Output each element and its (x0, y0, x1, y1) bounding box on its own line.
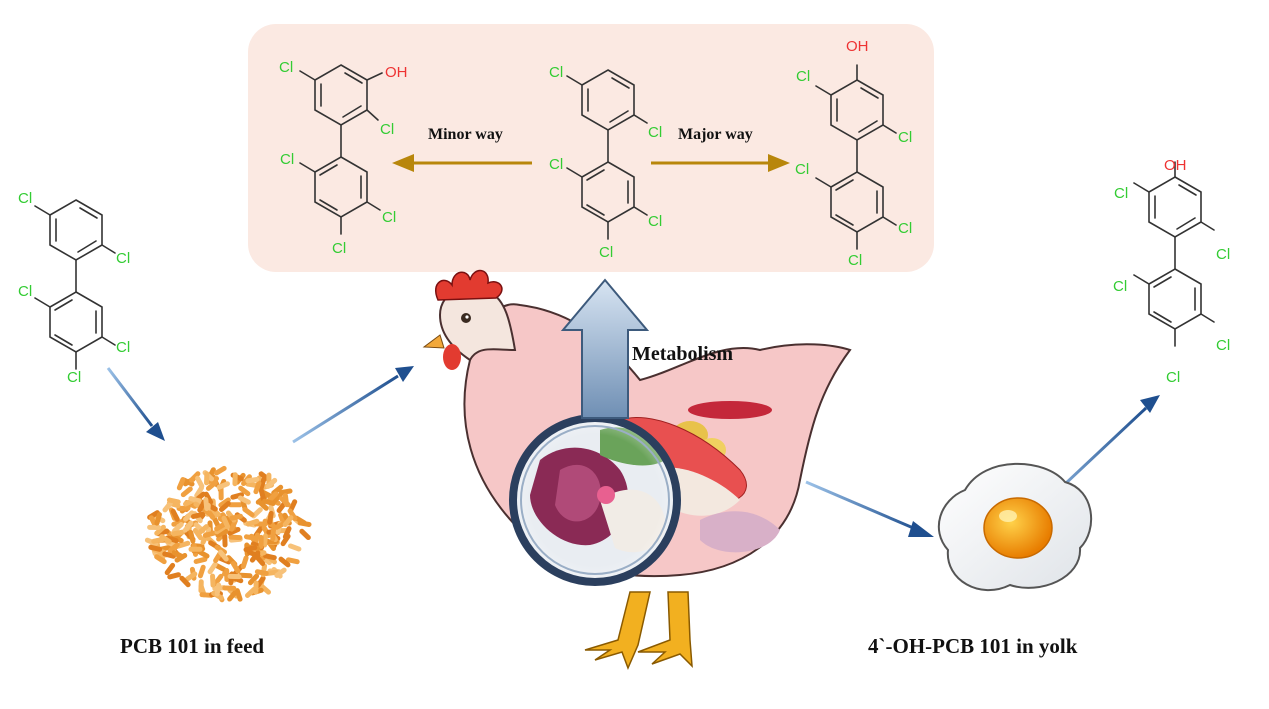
atom-cl: Cl (648, 124, 662, 141)
atom-cl: Cl (116, 250, 130, 267)
pcb-feed-label: PCB 101 in feed (120, 634, 264, 658)
pcb101-structure-left (34, 199, 116, 370)
atom-cl: Cl (796, 68, 810, 85)
metabolism-label: Metabolism (632, 343, 733, 365)
atom-oh: OH (385, 64, 408, 81)
atom-cl: Cl (380, 121, 394, 138)
atom-cl: Cl (898, 220, 912, 237)
atom-cl: Cl (18, 283, 32, 300)
major-way-label: Major way (678, 126, 753, 143)
major-metabolite-structure (815, 64, 897, 250)
atom-cl: Cl (382, 209, 396, 226)
arrow-feed-to-hen (292, 366, 414, 444)
atom-cl: Cl (67, 369, 81, 386)
arrow-hen-to-egg (805, 480, 934, 537)
atom-cl: Cl (599, 244, 613, 261)
minor-way-label: Minor way (428, 126, 503, 143)
atom-cl: Cl (648, 213, 662, 230)
atom-cl: Cl (1216, 246, 1230, 263)
atom-cl: Cl (1113, 278, 1127, 295)
atom-cl: Cl (795, 161, 809, 178)
metabolism-arrow (560, 278, 650, 419)
minor-way-arrow (392, 154, 532, 172)
atom-cl: Cl (1166, 369, 1180, 386)
atom-cl: Cl (549, 64, 563, 81)
atom-cl: Cl (549, 156, 563, 173)
magnifier-icon (509, 414, 681, 586)
atom-cl: Cl (18, 190, 32, 207)
atom-cl: Cl (116, 339, 130, 356)
metabolite-panel (248, 24, 934, 272)
oh-pcb101-structure-right (1133, 161, 1215, 347)
atom-cl: Cl (1114, 185, 1128, 202)
atom-oh: OH (846, 38, 869, 55)
atom-cl: Cl (898, 129, 912, 146)
pcb101-structure-center (566, 69, 648, 240)
atom-cl: Cl (848, 252, 862, 269)
arrow-pcb-to-feed (106, 367, 165, 441)
fried-egg-icon (938, 462, 1093, 591)
minor-metabolite-structure (299, 64, 383, 235)
feed-pellets-icon (144, 465, 312, 603)
atom-cl: Cl (279, 59, 293, 76)
atom-cl: Cl (280, 151, 294, 168)
atom-cl: Cl (1216, 337, 1230, 354)
major-way-arrow (651, 154, 790, 172)
oh-pcb-yolk-label: 4`-OH-PCB 101 in yolk (868, 634, 1078, 658)
atom-cl: Cl (332, 240, 346, 257)
atom-oh: OH (1164, 157, 1187, 174)
